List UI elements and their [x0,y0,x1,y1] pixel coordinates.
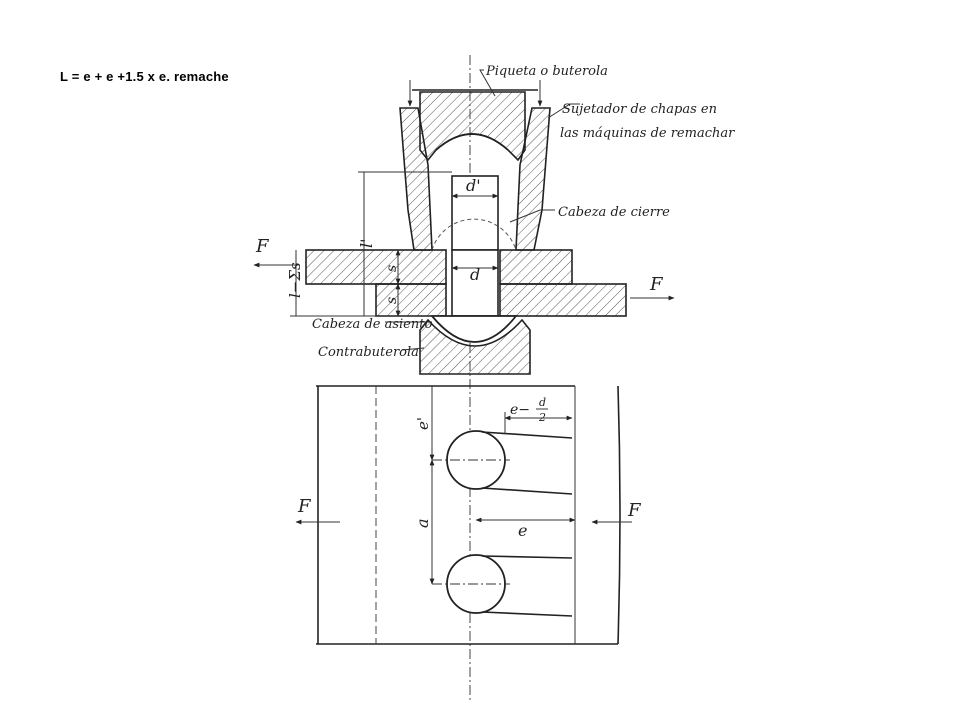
plan-view [295,385,632,645]
symbol-force-left-top: F [255,236,270,257]
label-sujetador-line2: las máquinas de remachar [560,126,735,141]
tear-line-3 [481,555,573,559]
upper-plate-left [305,249,447,285]
leader-piqueta [479,69,496,97]
tear-line-4 [481,611,573,617]
symbol-frac-num: d [539,396,546,409]
contrabuterola [419,318,531,375]
label-cabeza-cierre: Cabeza de cierre [558,205,670,220]
label-cabeza-asiento: Cabeza de asiento [312,317,432,332]
rivet-shank [451,249,499,317]
label-piqueta: Piqueta o buterola [485,64,608,79]
symbol-frac-den: 2 [538,411,546,424]
lower-plate-right [499,283,627,317]
leader-cierre [509,209,555,223]
label-sujetador-line1: Sujetador de chapas en [562,102,717,117]
symbol-force-left-bottom: F [297,496,312,517]
tear-line-1 [481,431,573,439]
symbol-l-prime: l' [357,238,376,248]
buterola [419,91,526,162]
symbol-d-prime: d' [466,176,481,195]
set-head [430,315,518,343]
tear-line-2 [481,487,573,495]
symbol-s-upper: s [384,265,400,272]
upper-plate-right [499,249,573,285]
buterola-cavity [435,133,509,151]
symbol-force-right-bottom: F [627,500,642,521]
rivet-shank-protruding [451,175,499,251]
symbol-a: a [413,518,432,528]
symbol-s-lower: s [384,297,400,304]
plate-edge-right [617,385,621,645]
leader-sujetador [547,103,580,119]
formula-text: L = e + e +1.5 x e. remache [60,69,229,84]
section-view [253,55,675,700]
label-contrabuterola: Contrabuterola [318,345,419,360]
leader-contrabuterola [401,347,425,351]
symbol-l-sum-s: l−Σs [286,262,304,298]
symbol-d: d [470,265,480,284]
symbol-e-minus: e− [510,402,530,418]
symbol-e-prime: e' [414,417,432,430]
symbol-force-right-top: F [649,274,664,295]
symbol-e: e [518,521,527,540]
closing-head-outline [431,218,517,251]
